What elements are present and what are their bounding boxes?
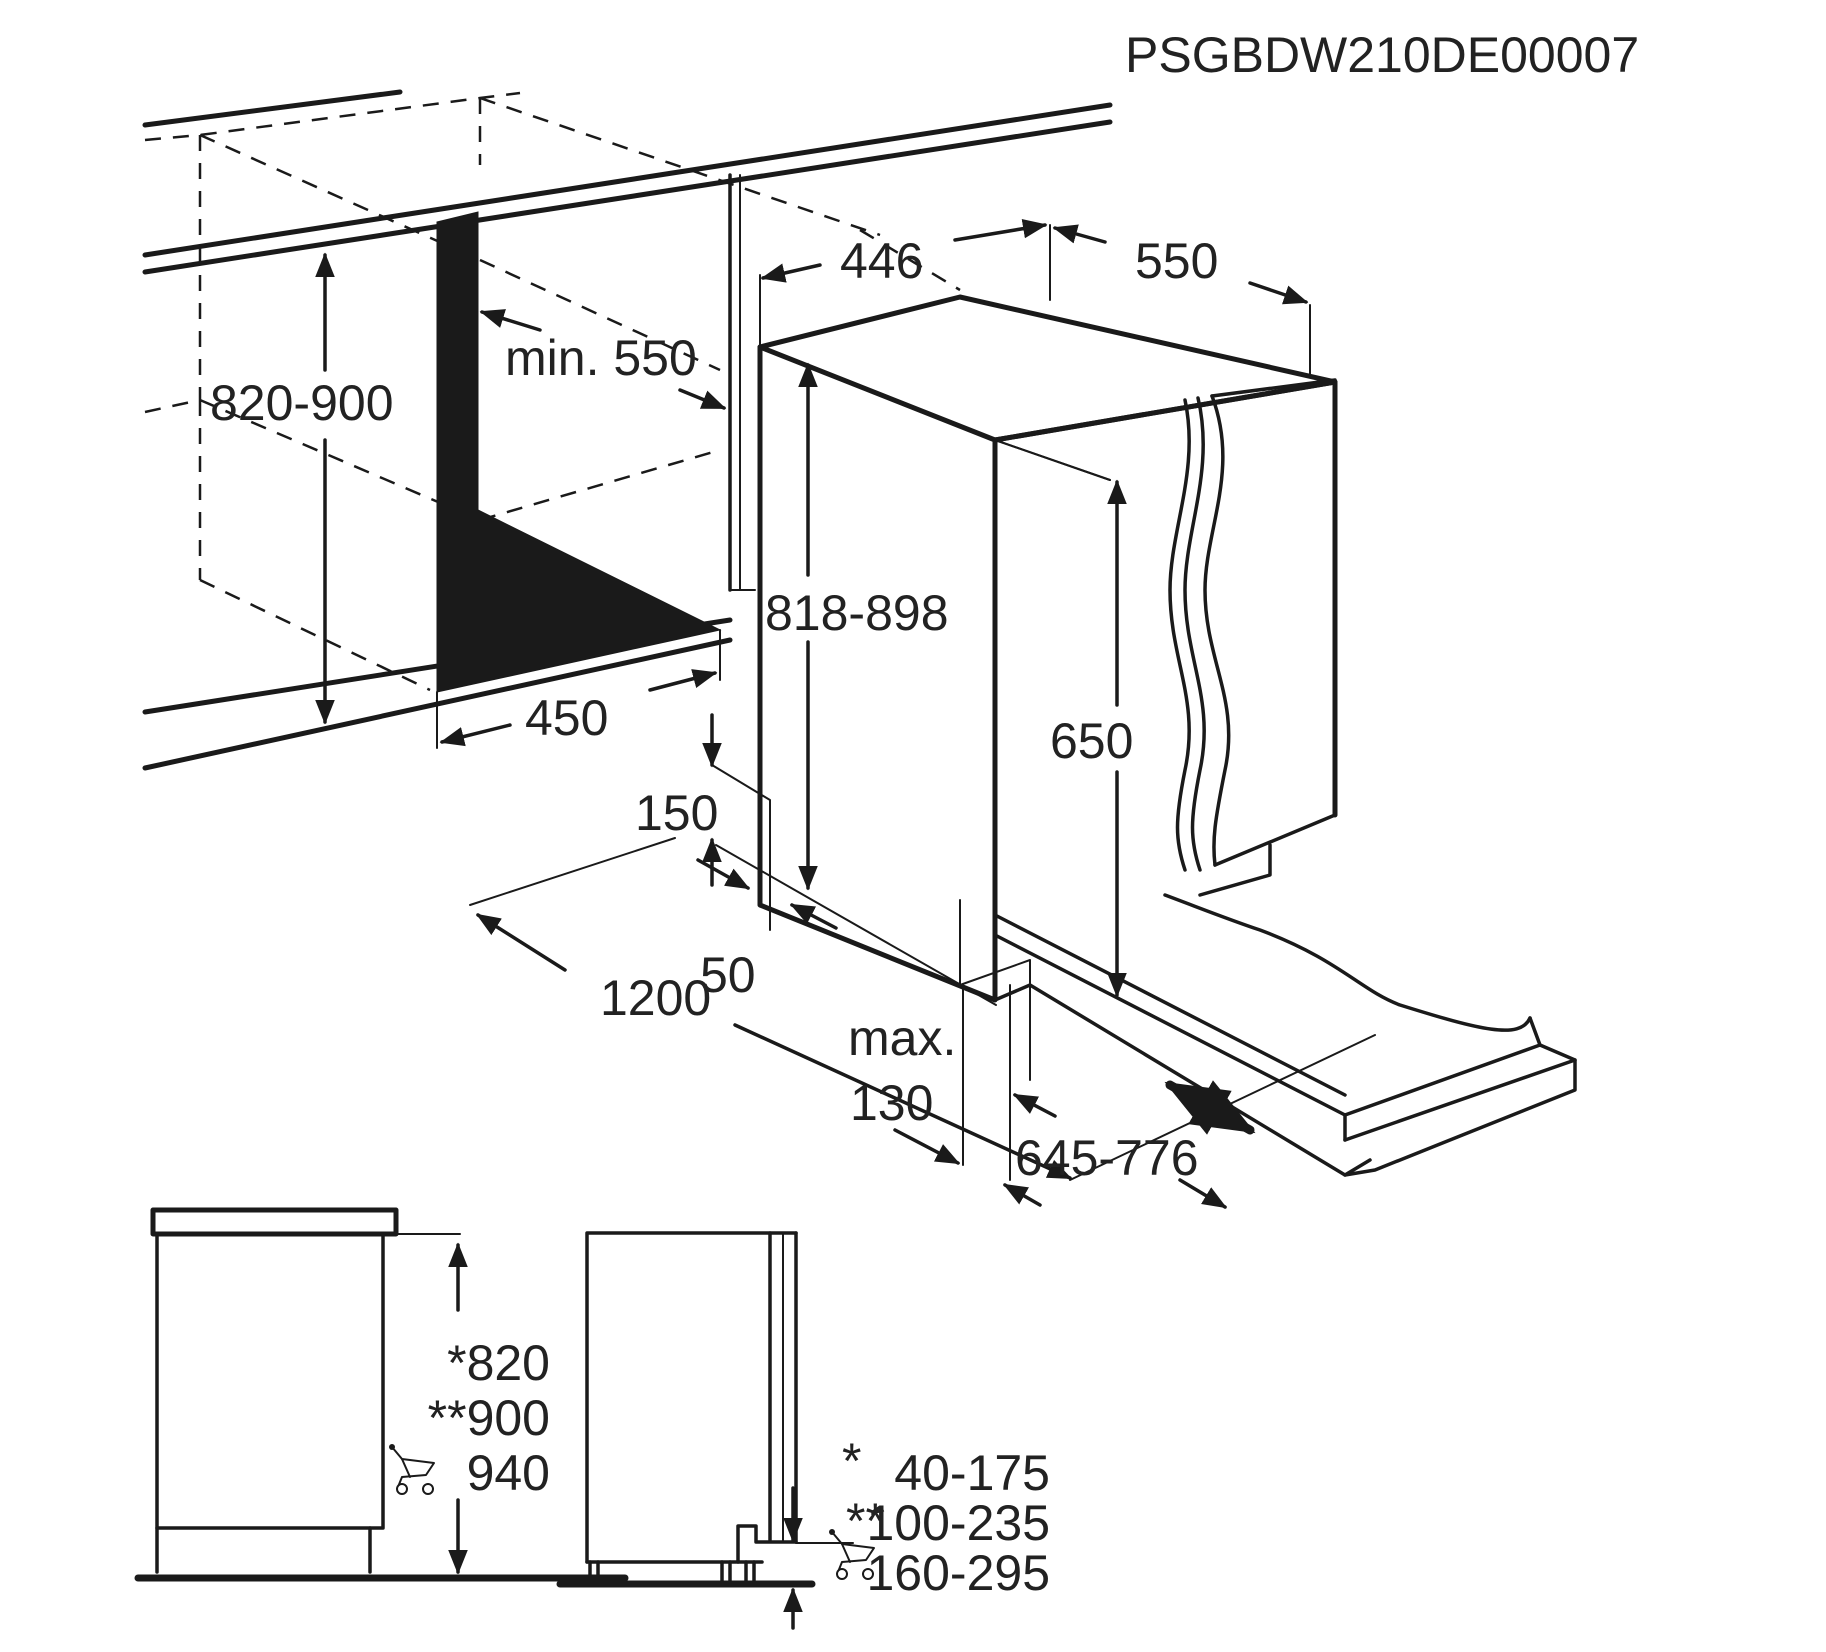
height-double-star-label: **900 — [428, 1390, 550, 1446]
plinth-height-dimension: 150 — [635, 713, 722, 887]
side-view-right — [556, 1231, 854, 1630]
max-value: 130 — [850, 1075, 933, 1131]
kitchen-niche — [142, 89, 1113, 771]
plinth-depth-dimension: 50 — [696, 858, 838, 1003]
height-star-label: *820 — [447, 1335, 550, 1391]
open-door — [993, 893, 1577, 1177]
cart-icon — [829, 1529, 875, 1580]
range-double-star-label: 100-235 — [867, 1495, 1051, 1551]
side-view-left-heights: *820 **900 940 — [389, 1335, 550, 1501]
cart-icon — [389, 1444, 435, 1495]
niche-depth-dimension: min. 550 — [479, 309, 727, 410]
niche-width-dimension: 450 — [439, 669, 718, 747]
appliance-width-label: 446 — [840, 233, 923, 289]
floor-length-label: 1200 — [600, 970, 711, 1026]
max-label: max. — [848, 1010, 956, 1066]
door-height-dimension: 650 — [994, 439, 1133, 998]
max-clearance-dimension: max. 130 — [848, 984, 964, 1166]
floor-area: 1200 — [469, 837, 1376, 1181]
niche-width-label: 450 — [525, 690, 608, 746]
appliance-height-dimension: 818-898 — [765, 362, 949, 891]
niche-depth-label: min. 550 — [505, 330, 697, 386]
niche-height-label: 820-900 — [210, 375, 394, 431]
plinth-depth-label: 50 — [700, 947, 756, 1003]
range-cart-label: 160-295 — [867, 1545, 1051, 1601]
plinth-height-label: 150 — [635, 785, 718, 841]
range-star-label: 40-175 — [894, 1445, 1050, 1501]
door-height-label: 650 — [1050, 713, 1133, 769]
appliance-depth-label: 550 — [1135, 233, 1218, 289]
range-star-marker: * — [842, 1433, 861, 1489]
door-clearance-dimension: 645-776 — [1002, 984, 1256, 1209]
dishwasher-body — [757, 228, 1338, 1003]
side-view-left — [134, 1207, 629, 1582]
niche-height-dimension: 820-900 — [210, 252, 394, 725]
document-code: PSGBDW210DE00007 — [1125, 27, 1639, 83]
door-clearance-label: 645-776 — [1015, 1130, 1199, 1186]
range-double-star-marker: ** — [846, 1493, 885, 1549]
appliance-depth-dimension: 550 — [1052, 224, 1311, 378]
side-view-right-ranges: * 40-175 ** 100-235 160-295 — [829, 1433, 1050, 1601]
appliance-width-dimension: 446 — [759, 218, 1051, 348]
appliance-height-label: 818-898 — [765, 585, 949, 641]
height-cart-label: 940 — [467, 1445, 550, 1501]
plinth — [711, 764, 1031, 1081]
